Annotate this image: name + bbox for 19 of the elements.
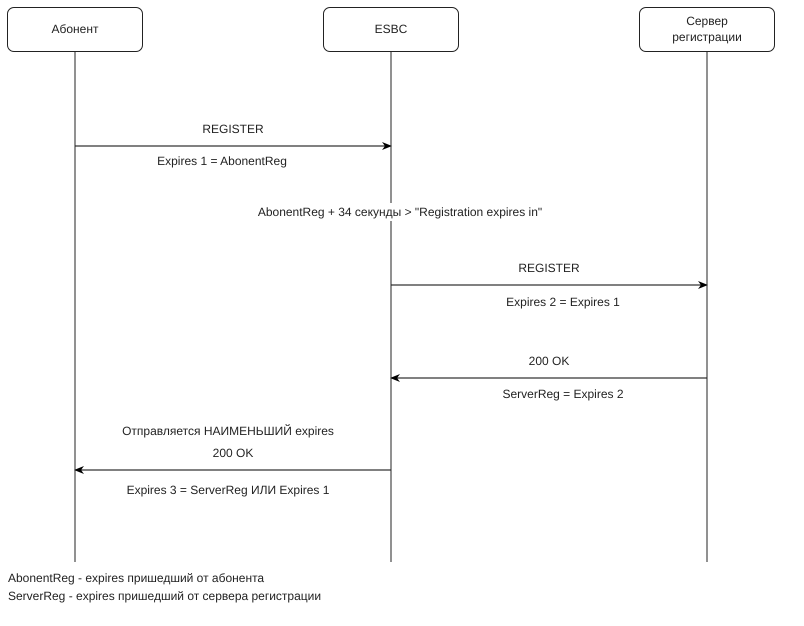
note-text: AbonentReg + 34 секунды > "Registration expires in" [258,203,542,222]
message-arrow [74,142,392,150]
edge-label: REGISTER [518,261,580,276]
message-note: Expires 1 = AbonentReg [157,154,287,168]
participant-name: Сервер регистрации [671,14,743,46]
participant-name: ESBC [374,22,408,38]
participant-name: Абонент [50,22,100,38]
message-note: Expires 3 = ServerReg ИЛИ Expires 1 [126,483,330,498]
edge-label: 200 OK [212,446,254,460]
footnote: AbonentReg - expires пришедший от абонента [8,571,264,586]
message-arrow [74,466,392,474]
message-arrow [390,281,708,289]
note-text: Отправляется НАИМЕНЬШИЙ expires [122,424,334,438]
message-note: Expires 2 = Expires 1 [506,295,620,310]
message-note: ServerReg = Expires 2 [502,387,624,402]
footnote: ServerReg - expires пришедший от сервера регистрации [8,589,322,604]
message-arrow [390,374,708,382]
edge-label: 200 OK [528,354,570,368]
edge-label: REGISTER [202,122,264,136]
